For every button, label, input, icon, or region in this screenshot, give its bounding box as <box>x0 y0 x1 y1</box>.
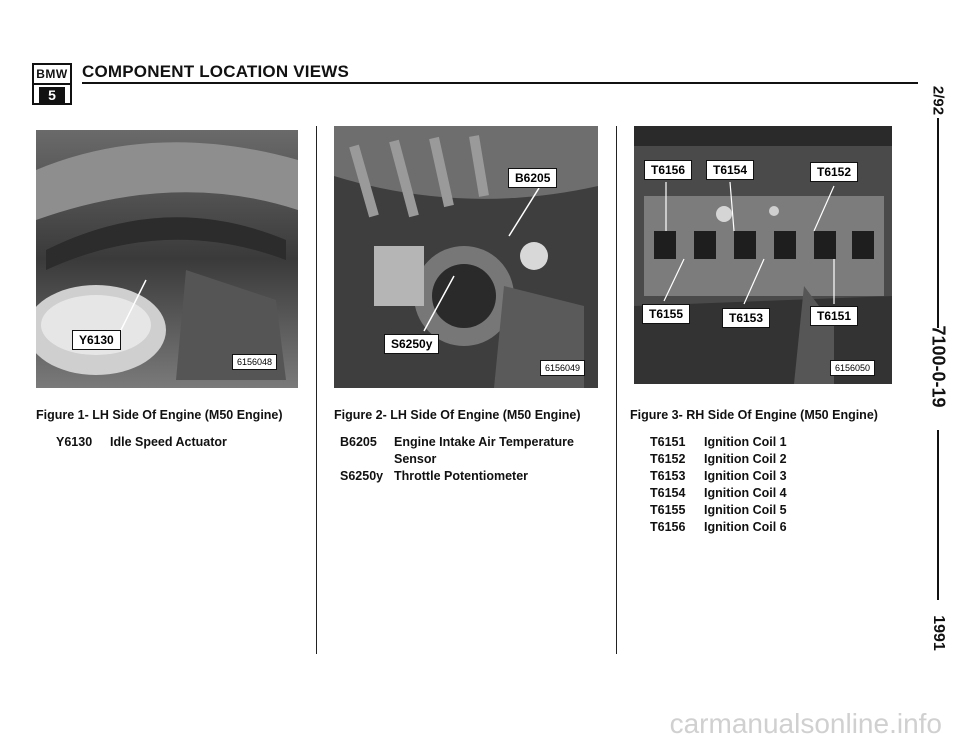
figure-2-photo: B6205 S6250y 6156049 <box>334 126 598 388</box>
figure-3-tag-1: T6154 <box>706 160 755 180</box>
margin-year: 1991 <box>930 615 947 651</box>
logo-brand: BMW <box>34 65 70 85</box>
logo-series: 5 <box>39 87 65 103</box>
legend-desc: Ignition Coil 6 <box>704 520 787 534</box>
figure-2-tag-1: S6250y <box>384 334 440 354</box>
figure-3-tag-0: T6156 <box>644 160 693 180</box>
legend-desc: Ignition Coil 5 <box>704 503 787 517</box>
legend-desc: Idle Speed Actuator <box>110 435 227 449</box>
figure-1-legend: Y6130 Idle Speed Actuator <box>56 434 296 451</box>
legend-row: T6151 Ignition Coil 1 <box>650 434 890 451</box>
legend-desc: Throttle Potentiometer <box>394 469 529 483</box>
legend-id: T6155 <box>650 503 686 517</box>
margin-page-number: 7100-0-19 <box>928 325 949 408</box>
title-rule <box>82 82 918 84</box>
figure-3-caption: Figure 3- RH Side Of Engine (M50 Engine) <box>630 408 878 422</box>
legend-desc: Ignition Coil 4 <box>704 486 787 500</box>
figure-3-photo-code: 6156050 <box>830 360 876 376</box>
legend-row: S6250y Throttle Potentiometer <box>340 468 590 485</box>
legend-row: B6205 Engine Intake Air Temperature Sens… <box>340 434 590 468</box>
legend-id: B6205 <box>340 435 377 449</box>
watermark: carmanualsonline.info <box>669 708 942 739</box>
legend-row: T6153 Ignition Coil 3 <box>650 468 890 485</box>
column-divider-1 <box>316 126 317 654</box>
legend-id: Y6130 <box>56 435 93 449</box>
legend-desc: Ignition Coil 3 <box>704 469 787 483</box>
bmw-5-series-logo: BMW 5 <box>32 63 72 105</box>
legend-id: T6154 <box>650 486 686 500</box>
figure-3-tag-5: T6151 <box>810 306 859 326</box>
figure-2-caption: Figure 2- LH Side Of Engine (M50 Engine) <box>334 408 581 422</box>
legend-row: T6155 Ignition Coil 5 <box>650 502 890 519</box>
margin-rule-2 <box>937 430 939 600</box>
column-divider-2 <box>616 126 617 654</box>
legend-row: T6152 Ignition Coil 2 <box>650 451 890 468</box>
legend-row: Y6130 Idle Speed Actuator <box>56 434 296 451</box>
figure-2-photo-code: 6156049 <box>540 360 586 376</box>
figure-1-tag-0: Y6130 <box>72 330 121 350</box>
page-title: COMPONENT LOCATION VIEWS <box>82 62 350 81</box>
figure-3-photo: T6156 T6154 T6152 T6155 T6153 T6151 6156… <box>634 126 892 384</box>
figure-3-legend: T6151 Ignition Coil 1 T6152 Ignition Coi… <box>650 434 890 536</box>
legend-id: T6152 <box>650 452 686 466</box>
legend-desc: Ignition Coil 2 <box>704 452 787 466</box>
legend-row: T6156 Ignition Coil 6 <box>650 519 890 536</box>
figure-1-photo-code: 6156048 <box>232 354 278 370</box>
figure-2-tag-0: B6205 <box>508 168 558 188</box>
legend-id: T6151 <box>650 435 686 449</box>
figure-1-caption: Figure 1- LH Side Of Engine (M50 Engine) <box>36 408 283 422</box>
legend-id: T6156 <box>650 520 686 534</box>
figure-3-tag-2: T6152 <box>810 162 859 182</box>
figure-1-photo: Y6130 6156048 <box>36 130 298 388</box>
figure-3-tag-4: T6153 <box>722 308 771 328</box>
margin-date: 2/92 <box>929 85 947 116</box>
legend-id: S6250y <box>340 469 384 483</box>
legend-row: T6154 Ignition Coil 4 <box>650 485 890 502</box>
legend-desc: Engine Intake Air Temperature Sensor <box>394 435 574 466</box>
margin-rule-1 <box>937 118 939 328</box>
legend-id: T6153 <box>650 469 686 483</box>
legend-desc: Ignition Coil 1 <box>704 435 787 449</box>
figure-2-legend: B6205 Engine Intake Air Temperature Sens… <box>340 434 590 485</box>
figure-3-tag-3: T6155 <box>642 304 691 324</box>
